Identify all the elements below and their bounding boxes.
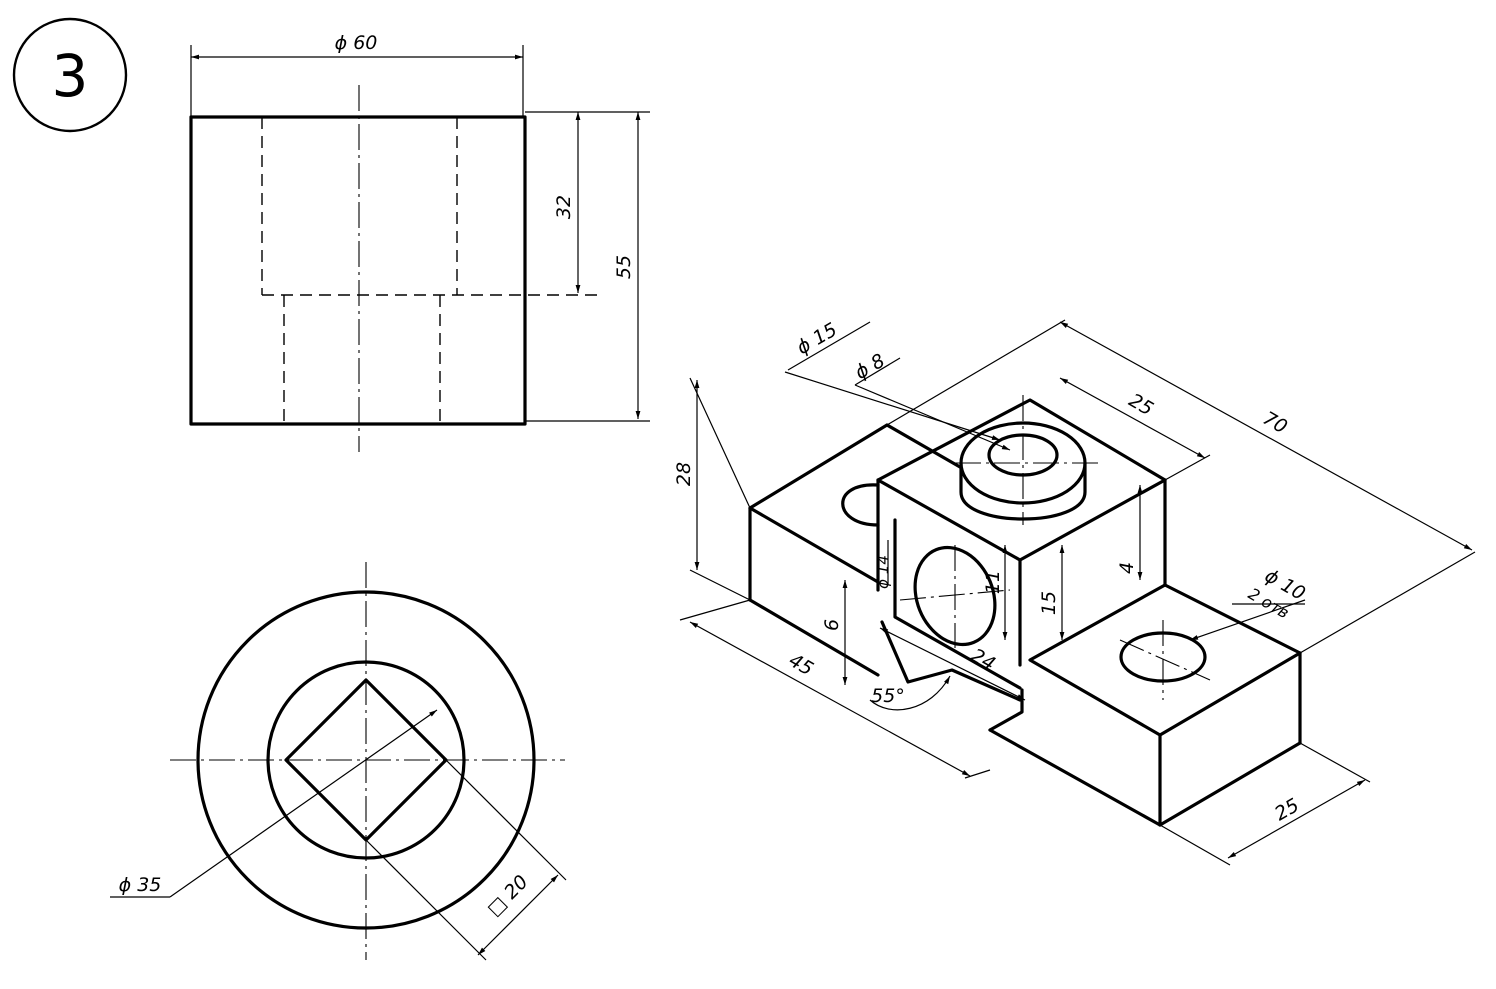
dim-label-base-depth: 25 (1271, 794, 1303, 825)
isometric-view: 28 ϕ 15 ϕ 8 25 70 ϕ 14 11 15 4 ϕ 10 (673, 319, 1476, 866)
dim-label-side-hole-h: 11 (982, 570, 1004, 594)
dim-label-square: □ 20 (483, 871, 533, 921)
dim-label-bore-depth: 32 (553, 195, 575, 219)
top-view: ϕ 35 □ 20 (110, 562, 567, 961)
front-view: ϕ 60 32 55 (189, 32, 650, 452)
front-view-outline (189, 115, 527, 426)
dim-line-square (477, 874, 559, 956)
left-half-hole (841, 483, 880, 527)
dim-label-top-diameter: ϕ 35 (119, 874, 162, 896)
dim-label-angle: 55° (871, 685, 905, 707)
dim-label-notch-length: 24 (967, 644, 999, 675)
dim-label-boss-inner: ϕ 8 (851, 350, 889, 384)
sheet-number: 3 (52, 42, 89, 110)
dim-label-base-length: 45 (785, 649, 817, 680)
dim-label-step-height: 15 (1038, 591, 1060, 615)
sheet-number-badge: 3 (12, 17, 128, 133)
dim-label-iso-height: 28 (673, 462, 695, 486)
dim-label-overall-length: 70 (1259, 407, 1291, 438)
dim-label-front-height: 55 (613, 255, 635, 279)
dim-label-notch-depth: 6 (821, 619, 843, 631)
dim-label-side-hole: ϕ 14 (874, 555, 892, 589)
dim-label-boss-height: 4 (1116, 562, 1138, 574)
dim-label-front-diameter: ϕ 60 (335, 32, 378, 54)
dim-label-block-width: 25 (1125, 389, 1157, 420)
